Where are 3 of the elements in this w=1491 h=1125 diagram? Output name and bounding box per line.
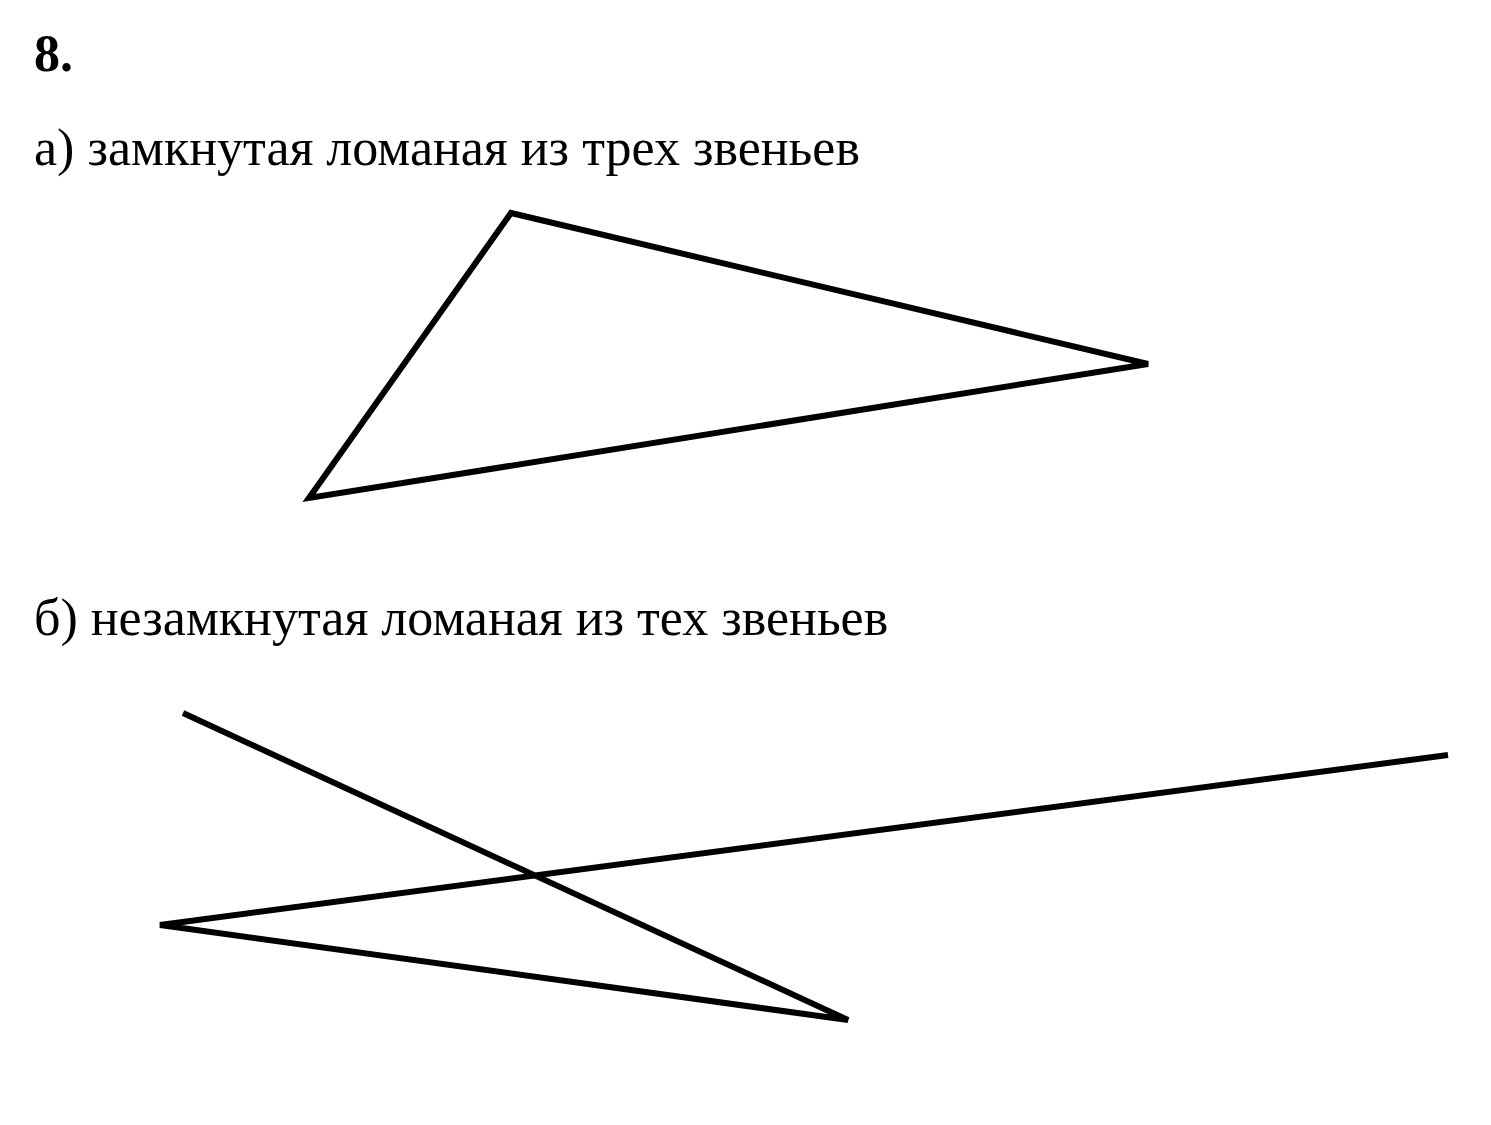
exercise-number: 8. <box>34 24 73 83</box>
task-heading: а) замкнутая ломаная из трех звеньев <box>34 118 860 177</box>
task-heading: б) незамкнутая ломаная из тех звеньев <box>34 588 889 647</box>
